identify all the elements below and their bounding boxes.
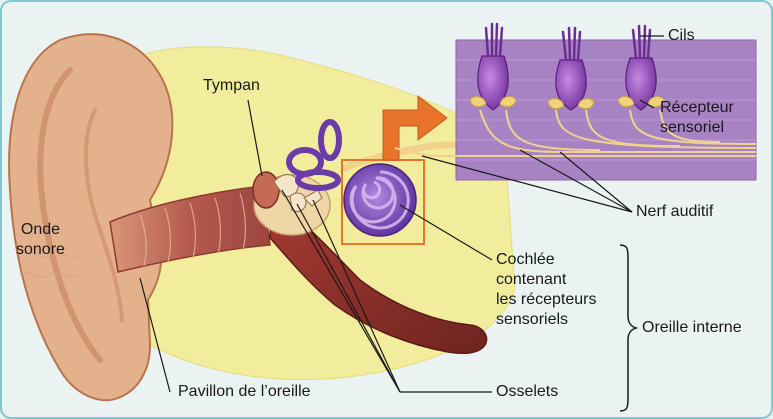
label-oreille-interne: Oreille interne: [642, 318, 742, 338]
label-cils: Cils: [668, 26, 695, 46]
eardrum: [253, 172, 279, 208]
label-pavillon: Pavillon de l’oreille: [178, 382, 311, 402]
cochlea: [344, 164, 416, 236]
label-onde-sonore: Onde sonore: [16, 220, 65, 260]
label-nerf-auditif: Nerf auditif: [636, 202, 713, 222]
label-osselets: Osselets: [496, 382, 558, 402]
label-tympan: Tympan: [203, 76, 260, 96]
label-cochlee: Cochlée contenant les récepteurs sensori…: [496, 250, 597, 330]
label-recepteur: Récepteur sensoriel: [660, 98, 734, 138]
